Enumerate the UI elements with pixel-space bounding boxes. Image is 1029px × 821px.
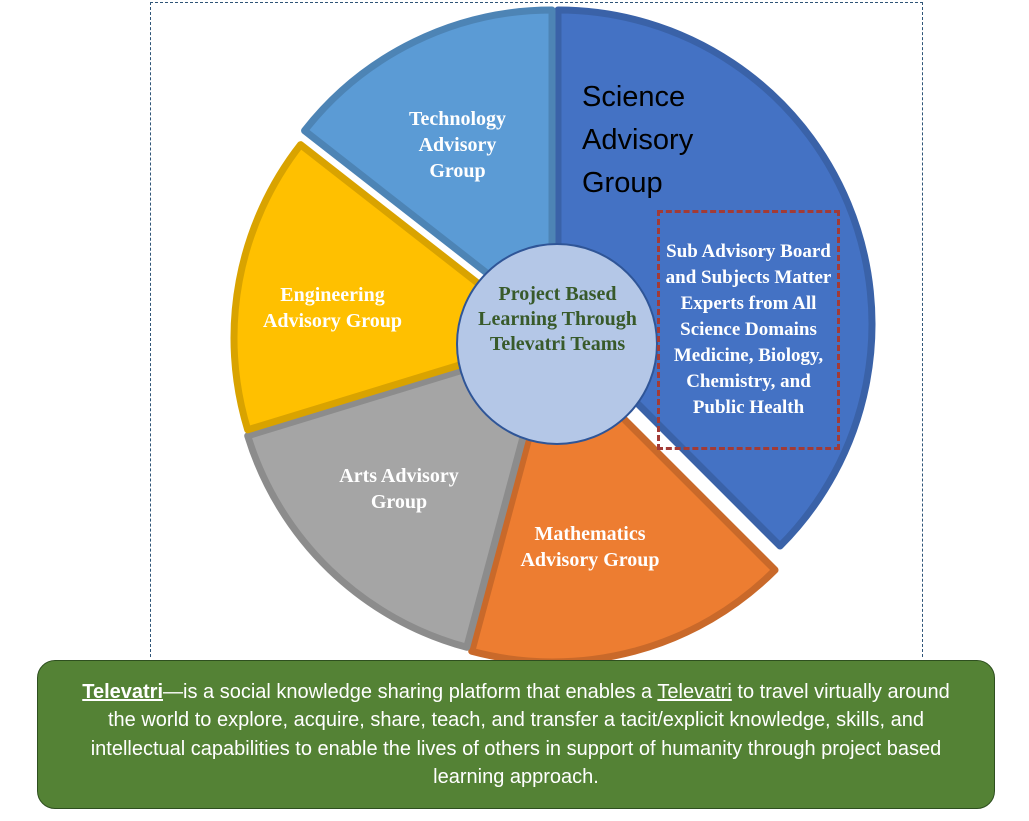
segment-science [554, 6, 876, 550]
mathematics-segment-label: Mathematics Advisory Group [520, 523, 660, 571]
science-segment-title: Science Advisory Group [582, 81, 694, 199]
definition-term: Televatri [82, 680, 164, 703]
arts-segment-label: Arts Advisory Group [339, 465, 459, 513]
engineering-segment-label: Engineering Advisory Group [262, 284, 403, 332]
segment-arts [244, 340, 552, 651]
segment-technology [301, 6, 556, 328]
definition-box: Televatri—is a social knowledge sharing … [37, 660, 995, 809]
definition-text: Televatri—is a social knowledge sharing … [80, 678, 952, 792]
science-sub-advisory-box: Sub Advisory Board and Subjects Matter E… [657, 210, 840, 450]
dashed-frame [150, 2, 923, 657]
definition-text-part2: to travel virtually around the world to … [90, 680, 950, 789]
science-sub-advisory-text: Sub Advisory Board and Subjects Matter E… [665, 241, 832, 418]
definition-text-part1: —is a social knowledge sharing platform … [163, 680, 658, 703]
center-label: Project Based Learning Through Televatri… [478, 283, 637, 355]
definition-term-inline: Televatri [657, 680, 732, 703]
technology-segment-label: Technology Advisory Group [408, 108, 507, 182]
